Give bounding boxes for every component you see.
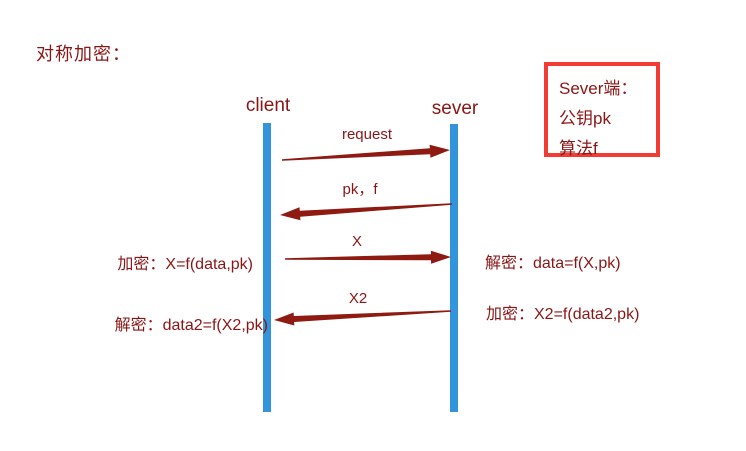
info-box-line: Sever端： bbox=[559, 79, 638, 98]
lifeline-sever bbox=[450, 124, 458, 412]
message-label-x2: X2 bbox=[348, 290, 368, 307]
lifeline-client bbox=[263, 123, 271, 412]
annotation-client-decrypt: 解密：data2=f(X2,pk) bbox=[114, 317, 268, 334]
pk-f-arrow bbox=[280, 203, 453, 221]
request-arrow bbox=[282, 144, 450, 161]
annotation-client-encrypt: 加密：X=f(data,pk) bbox=[117, 256, 253, 273]
message-label-x: X bbox=[351, 233, 362, 250]
x-arrow bbox=[285, 250, 451, 264]
lifeline-label-client: client bbox=[245, 95, 291, 116]
annotation-sever-encrypt: 加密：X2=f(data2,pk) bbox=[486, 306, 640, 323]
message-label-pk-f: pk，f bbox=[342, 181, 378, 198]
info-box-line: 公钥pk bbox=[559, 109, 611, 128]
message-label-request: request bbox=[341, 126, 393, 143]
info-box-line: 算法f bbox=[559, 139, 598, 158]
lifeline-label-sever: sever bbox=[431, 98, 479, 119]
sever-info-box: Sever端： 公钥pk 算法f bbox=[544, 62, 660, 158]
page-title: 对称加密： bbox=[36, 44, 131, 64]
annotation-sever-decrypt: 解密：data=f(X,pk) bbox=[485, 255, 621, 272]
x2-arrow bbox=[274, 310, 451, 326]
